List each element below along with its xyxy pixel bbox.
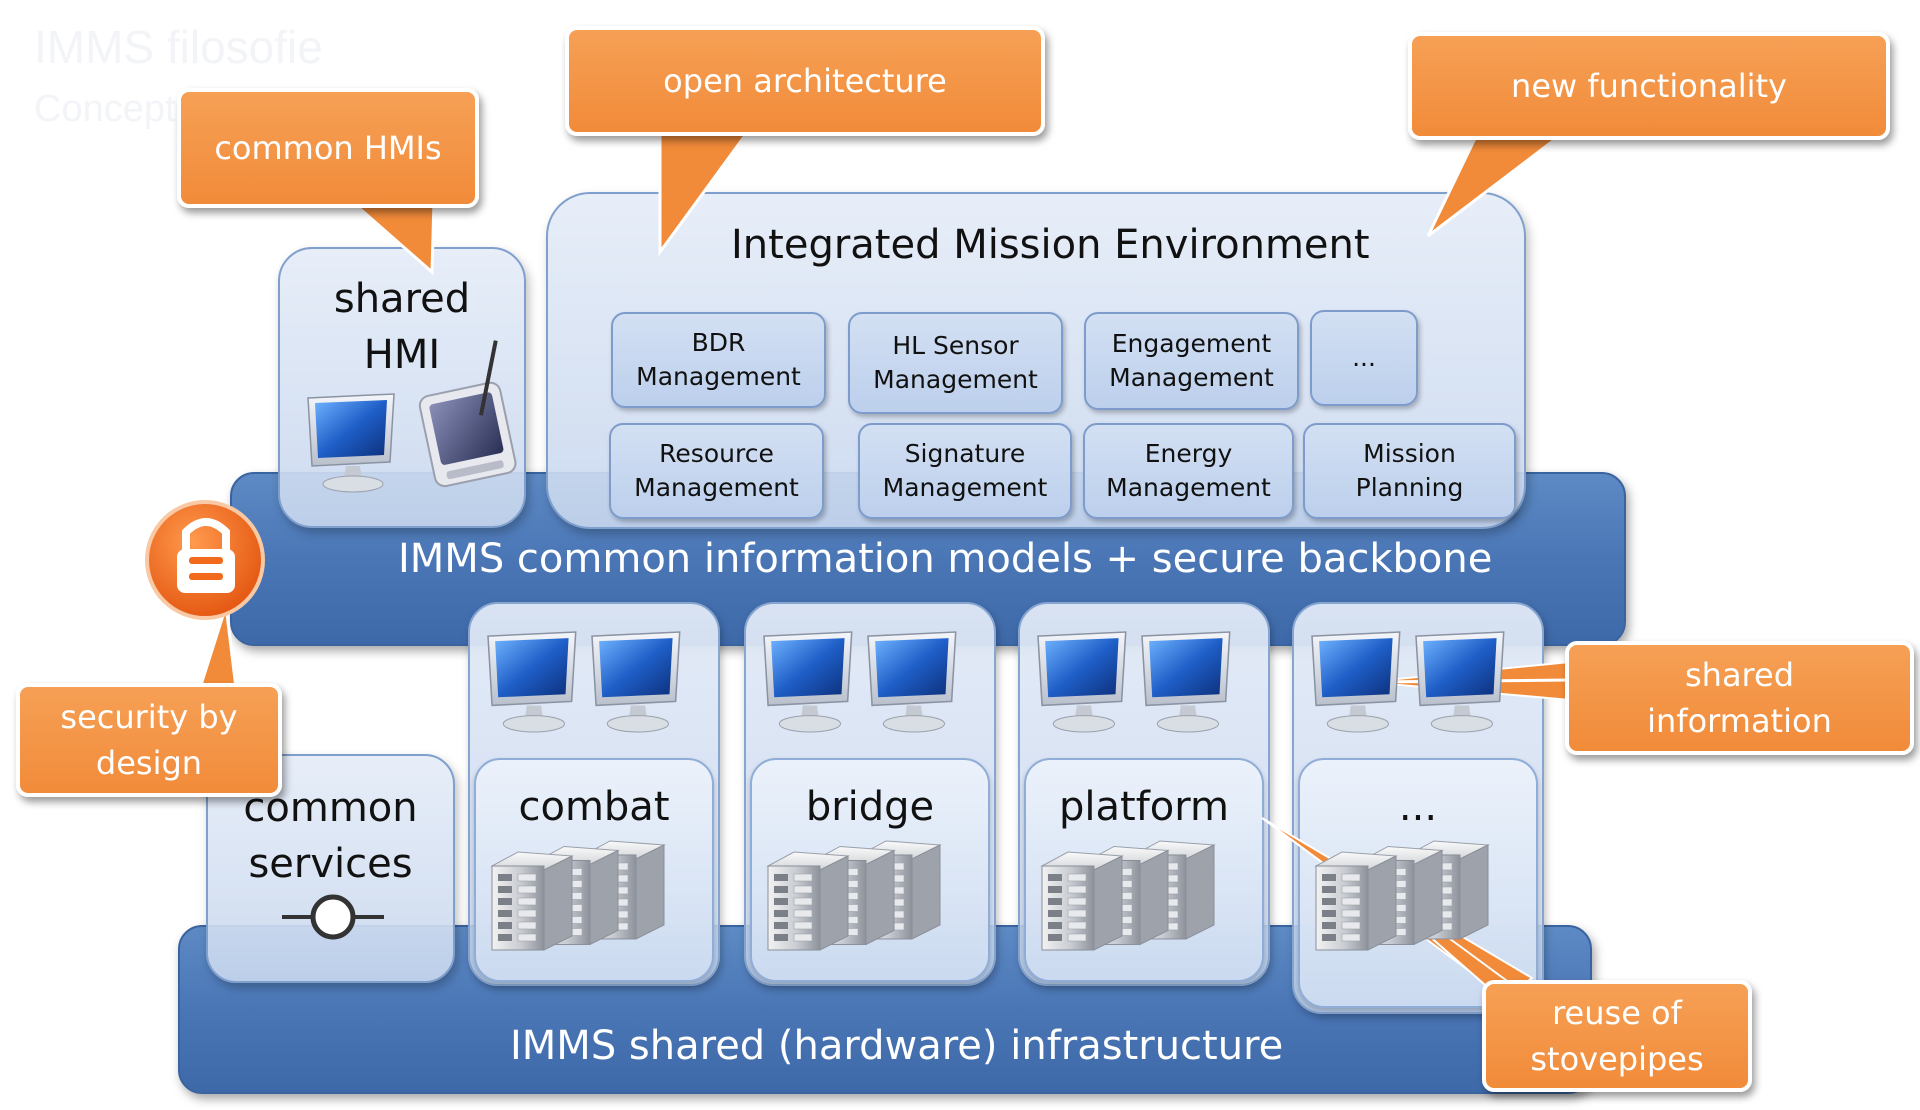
backbone-label: IMMS common information models + secure … xyxy=(398,536,1493,582)
callout-reuse-of-stovepipes: reuse of stovepipes xyxy=(1482,980,1752,1092)
column-more-label: ... xyxy=(1398,784,1438,830)
module-bdr-management: BDR Management xyxy=(611,312,826,408)
server-rack-icon xyxy=(1314,840,1490,951)
callout-tail-common-hmis xyxy=(346,198,436,276)
common-services-panel: common services xyxy=(206,754,455,983)
monitor-icon xyxy=(1415,631,1505,733)
ghost-subtitle: Concept xyxy=(34,88,176,130)
callout-security-by-design: security by design xyxy=(16,683,282,797)
server-rack-icon xyxy=(766,840,942,951)
monitor-icon xyxy=(1141,631,1231,733)
lock-icon xyxy=(145,500,265,620)
infrastructure-label: IMMS shared (hardware) infrastructure xyxy=(510,1023,1284,1069)
callout-shared-information: shared information xyxy=(1565,641,1914,755)
callout-tail-new-functionality xyxy=(1426,126,1575,238)
module-resource-management: Resource Management xyxy=(609,423,824,519)
module-mission-planning: Mission Planning xyxy=(1303,423,1516,519)
column-bridge-label: bridge xyxy=(805,784,935,830)
column-combat-label: combat xyxy=(518,784,670,830)
monitor-icon xyxy=(487,631,577,733)
monitor-icon xyxy=(591,631,681,733)
module-energy-management: Energy Management xyxy=(1083,423,1294,519)
server-rack-icon xyxy=(1040,840,1216,951)
callout-tail-open-architecture xyxy=(658,124,755,257)
monitor-icon xyxy=(763,631,853,733)
callout-open-architecture: open architecture xyxy=(565,26,1045,136)
monitor-icon xyxy=(867,631,957,733)
shared-hmi-panel: shared HMI xyxy=(278,247,526,528)
module-signature-management: Signature Management xyxy=(858,423,1072,519)
monitor-icon xyxy=(307,393,395,493)
column-platform-label: platform xyxy=(1059,784,1229,830)
module-more: ... xyxy=(1310,310,1418,406)
monitor-icon xyxy=(1311,631,1401,733)
mission-environment-title: Integrated Mission Environment xyxy=(731,222,1370,268)
module-hl-sensor-management: HL Sensor Management xyxy=(848,312,1063,414)
module-engagement-management: Engagement Management xyxy=(1084,312,1299,410)
server-rack-icon xyxy=(490,840,666,951)
ghost-title: IMMS filosofie xyxy=(34,21,323,73)
tablet-icon xyxy=(418,340,517,488)
callout-common-hmis: common HMIs xyxy=(177,88,479,208)
callout-new-functionality: new functionality xyxy=(1408,32,1890,140)
monitor-icon xyxy=(1037,631,1127,733)
shared-hmi-label: shared HMI xyxy=(333,276,471,378)
service-connector-icon xyxy=(282,894,384,940)
